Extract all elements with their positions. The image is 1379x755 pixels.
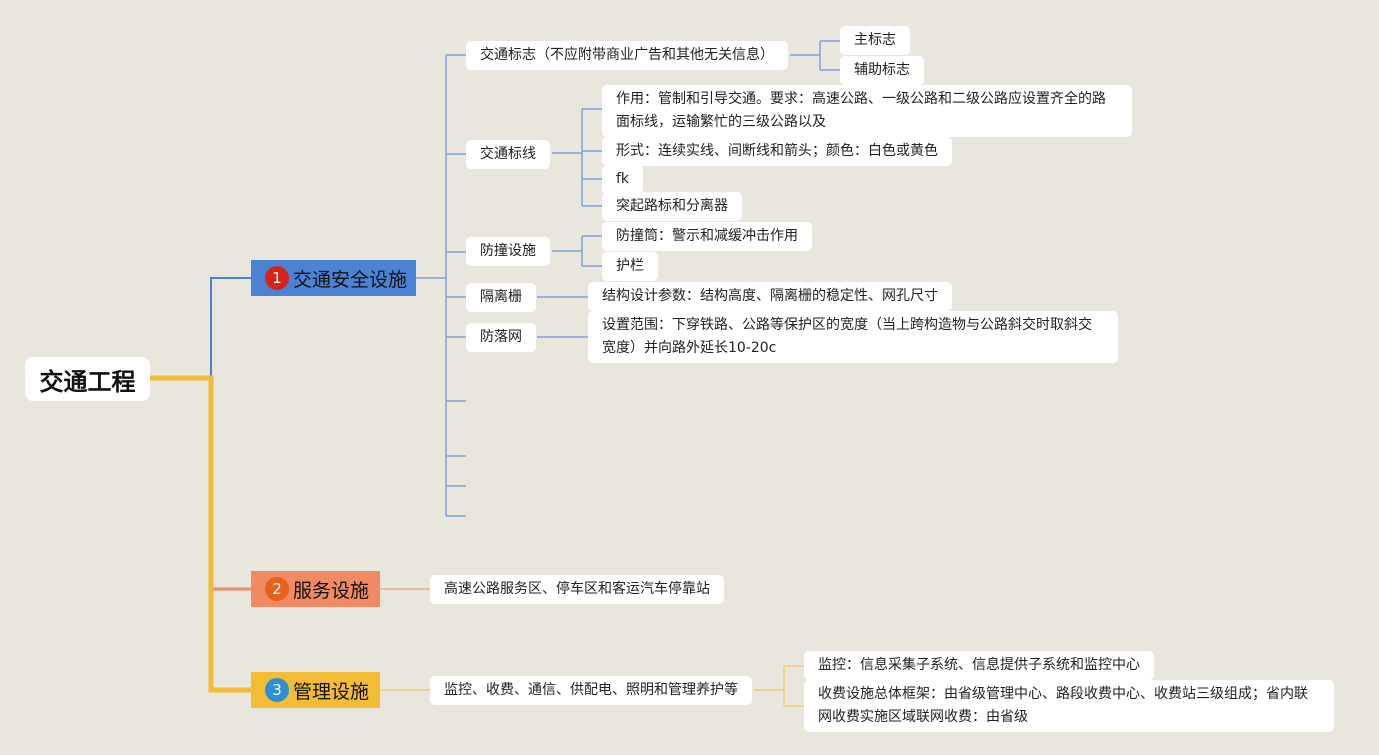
node-net-range[interactable]: 设置范围：下穿铁路、公路等保护区的宽度（当上跨构造物与公路斜交时取斜交宽度）并向… [588, 311, 1118, 363]
node-traffic-sign[interactable]: 交通标志（不应附带商业广告和其他无关信息） [466, 41, 788, 70]
branch-management-label: 管理设施 [293, 680, 370, 703]
node-monitoring[interactable]: 监控：信息采集子系统、信息提供子系统和监控中心 [804, 651, 1154, 680]
connector-marking-children [552, 108, 602, 207]
node-marking-form[interactable]: 形式：连续实线、间断线和箭头；颜色：白色或黄色 [602, 137, 952, 166]
branch-safety-label: 交通安全设施 [293, 268, 408, 291]
branch-service-node[interactable]: 2 服务设施 [251, 571, 380, 607]
branch-safety-number-badge: 1 [265, 266, 289, 290]
branch-management-number-badge: 3 [265, 678, 289, 702]
branch-safety-node[interactable]: 1 交通安全设施 [251, 260, 416, 296]
node-fence-params[interactable]: 结构设计参数：结构高度、隔离栅的稳定性、网孔尺寸 [588, 282, 952, 311]
node-traffic-marking[interactable]: 交通标线 [466, 140, 550, 169]
node-guardrail[interactable]: 护栏 [602, 252, 658, 281]
connector-branch3-grandchildren [754, 665, 804, 707]
connector-root-branch1 [150, 277, 252, 379]
node-crash-facilities[interactable]: 防撞设施 [466, 237, 550, 266]
connector-root-branch2 [209, 378, 252, 591]
node-marking-function[interactable]: 作用：管制和引导交通。要求：高速公路、一级公路和二级公路应设置齐全的路面标线，运… [602, 85, 1132, 137]
connector-sign-children [790, 40, 840, 71]
node-raised-markers[interactable]: 突起路标和分离器 [602, 192, 742, 221]
root-label: 交通工程 [39, 367, 136, 396]
connector-crash-children [552, 235, 602, 267]
node-management-items[interactable]: 监控、收费、通信、供配电、照明和管理养护等 [430, 676, 752, 705]
node-service-areas[interactable]: 高速公路服务区、停车区和客运汽车停靠站 [430, 575, 724, 604]
root-node[interactable]: 交通工程 [25, 357, 150, 401]
branch-service-label: 服务设施 [293, 579, 370, 602]
node-auxiliary-sign[interactable]: 辅助标志 [840, 56, 924, 85]
branch-service-number-badge: 2 [265, 577, 289, 601]
connector-branch1-trunk [415, 55, 447, 516]
branch-management-node[interactable]: 3 管理设施 [251, 672, 380, 708]
node-isolation-fence[interactable]: 隔离栅 [466, 283, 536, 312]
node-marking-fk[interactable]: fk [602, 165, 644, 194]
node-main-sign[interactable]: 主标志 [840, 26, 910, 55]
connector-root-branch3 [150, 375, 252, 693]
node-crash-cushion[interactable]: 防撞筒：警示和减缓冲击作用 [602, 222, 812, 251]
connector-branch1-children [446, 54, 466, 517]
node-toll-framework[interactable]: 收费设施总体框架：由省级管理中心、路段收费中心、收费站三级组成；省内联网收费实施… [804, 680, 1334, 732]
node-anti-fall-net[interactable]: 防落网 [466, 323, 536, 352]
